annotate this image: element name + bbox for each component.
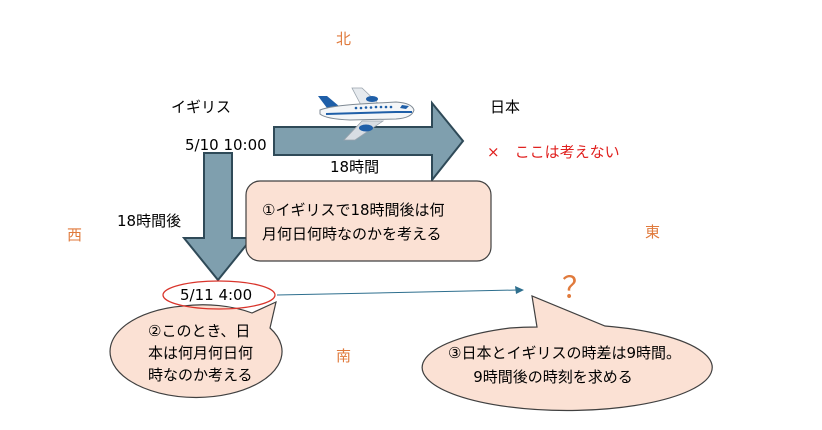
callout-step1-text: ①イギリスで18時間後は何 月何日何時なのかを考える <box>262 198 445 246</box>
down-label: 18時間後 <box>117 212 182 230</box>
callout-step3-line1: ③日本とイギリスの時差は9時間。 <box>448 344 681 362</box>
direction-south: 南 <box>336 347 352 365</box>
start-time: 5/10 10:00 <box>185 136 267 154</box>
direction-north: 北 <box>336 30 352 48</box>
flight-arrow <box>273 100 465 183</box>
callout-step1-line1: ①イギリスで18時間後は何 <box>262 201 445 219</box>
place-uk: イギリス <box>171 98 232 116</box>
connector-arrow <box>276 286 524 296</box>
flight-duration: 18時間 <box>330 158 380 176</box>
callout-step2-line2: 本は何月何日何 <box>148 344 254 362</box>
question-mark: ？ <box>562 271 592 306</box>
callout-step2-line3: 時なのか考える <box>148 366 253 384</box>
callout-step3-bubble <box>421 295 713 412</box>
callout-step3-line2: 9時間後の時刻を求める <box>473 368 633 386</box>
ignore-note: × ここは考えない <box>487 143 620 161</box>
callout-step3-text: ③日本とイギリスの時差は9時間。 9時間後の時刻を求める <box>448 341 681 389</box>
direction-west: 西 <box>67 226 83 244</box>
down-arrow <box>181 152 255 282</box>
callout-step2-bubble <box>109 300 283 399</box>
callout-step2-text: ②このとき、日 本は何月何日何 時なのか考える <box>148 320 253 386</box>
end-time: 5/11 4:00 <box>180 286 253 304</box>
place-japan: 日本 <box>490 98 521 116</box>
callout-step1-line2: 月何日何時なのかを考える <box>262 225 442 243</box>
callout-step2-line1: ②このとき、日 <box>148 322 251 340</box>
callout-step1-box <box>245 180 492 262</box>
airplane-icon <box>318 87 415 141</box>
direction-east: 東 <box>645 223 661 241</box>
end-time-ellipse <box>162 280 276 310</box>
